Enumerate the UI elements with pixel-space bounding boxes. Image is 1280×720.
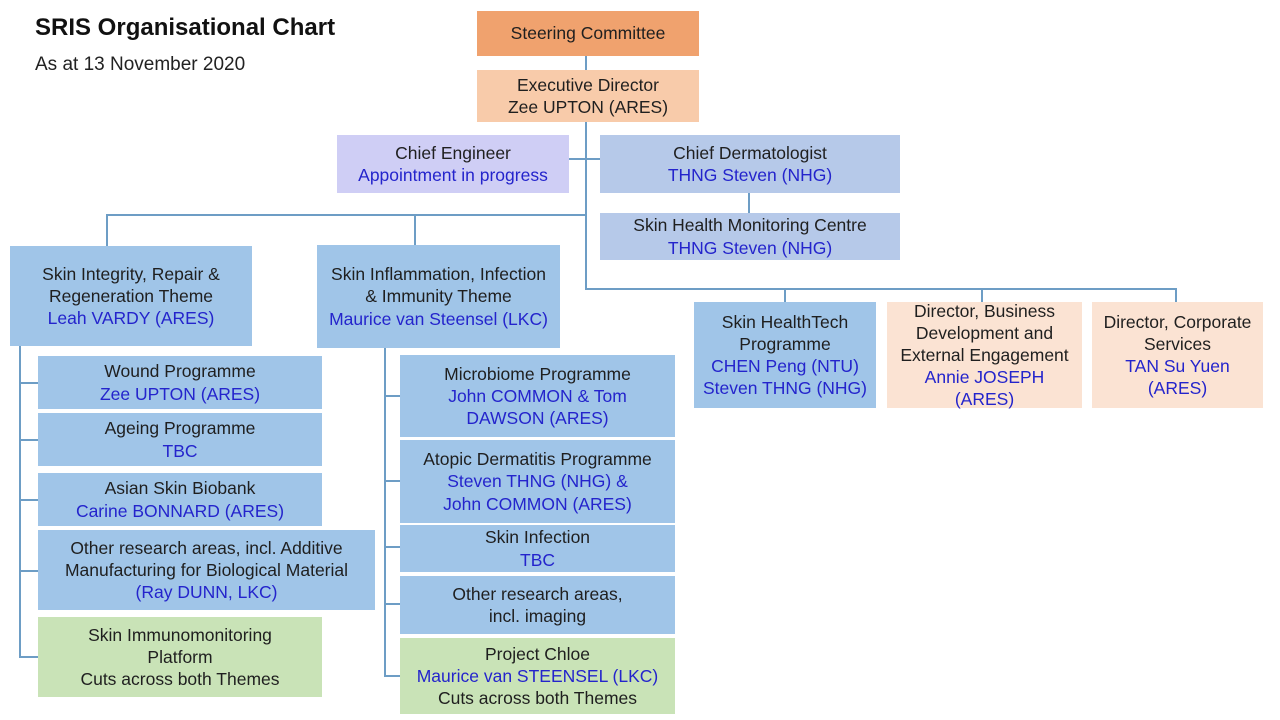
box-chief-engineer: Chief Engineer Appointment in progress	[337, 135, 569, 193]
skin-healthtech-title: Skin HealthTech Programme	[721, 311, 849, 354]
chief-engineer-title: Chief Engineer	[395, 142, 511, 163]
theme1-person: Leah VARDY (ARES)	[47, 308, 215, 329]
page-title: SRIS Organisational Chart	[35, 14, 336, 41]
box-theme-skin-inflammation: Skin Inflammation, Infection & Immunity …	[317, 245, 560, 348]
box-executive-director: Executive Director Zee UPTON (ARES)	[477, 70, 699, 122]
connector-healthtech-drop	[784, 288, 786, 302]
page-date: As at 13 November 2020	[35, 54, 246, 75]
connector-theme2-drop	[414, 214, 416, 245]
connector-theme-branch	[106, 214, 587, 216]
connector-chiefs	[569, 158, 600, 160]
executive-director-person: Zee UPTON (ARES)	[507, 97, 669, 117]
executive-director-title: Executive Director	[517, 74, 659, 95]
connector-mid-spine	[384, 347, 386, 677]
connector-left-tick-2	[19, 439, 38, 441]
ageing-programme-title: Ageing Programme	[104, 418, 256, 439]
connector-director-bd-drop	[981, 288, 983, 302]
box-theme-skin-integrity: Skin Integrity, Repair & Regeneration Th…	[10, 246, 252, 346]
box-skin-health-monitoring-centre: Skin Health Monitoring Centre THNG Steve…	[600, 213, 900, 260]
connector-steering-exec	[585, 56, 587, 70]
box-ageing-programme: Ageing Programme TBC	[38, 413, 322, 466]
skin-infection-title: Skin Infection	[484, 527, 591, 548]
wound-programme-person: Zee UPTON (ARES)	[99, 383, 261, 404]
director-cs-person-line2: (ARES)	[1147, 378, 1208, 399]
box-chief-dermatologist: Chief Dermatologist THNG Steven (NHG)	[600, 135, 900, 193]
immunomonitoring-title-line1: Skin Immunomonitoring	[88, 624, 272, 645]
box-atopic-dermatitis-programme: Atopic Dermatitis Programme Steven THNG …	[400, 440, 675, 523]
project-chloe-note: Cuts across both Themes	[437, 688, 638, 709]
box-microbiome-programme: Microbiome Programme John COMMON & Tom D…	[400, 355, 675, 437]
connector-left-tick-5	[19, 656, 38, 658]
box-director-business-development: Director, Business Development and Exter…	[887, 300, 1082, 410]
box-other-research-imaging: Other research areas, incl. imaging	[400, 576, 675, 634]
other-research-additive-title: Other research areas, incl. Additive Man…	[64, 537, 349, 580]
project-chloe-person: Maurice van STEENSEL (LKC)	[416, 665, 659, 686]
other-research-imaging-line1: Other research areas,	[452, 583, 623, 604]
connector-mid-tick-2	[384, 480, 400, 482]
steering-committee-label: Steering Committee	[510, 23, 666, 44]
ageing-programme-person: TBC	[162, 440, 198, 461]
wound-programme-title: Wound Programme	[104, 361, 256, 382]
box-skin-infection: Skin Infection TBC	[400, 525, 675, 572]
theme1-title: Skin Integrity, Repair & Regeneration Th…	[42, 263, 220, 306]
connector-right-branch	[585, 288, 1177, 290]
connector-mid-tick-3	[384, 546, 400, 548]
chief-dermatologist-person: THNG Steven (NHG)	[667, 165, 833, 185]
monitoring-centre-title: Skin Health Monitoring Centre	[633, 215, 867, 236]
project-chloe-title: Project Chloe	[484, 643, 591, 664]
connector-left-tick-3	[19, 499, 38, 501]
connector-mid-tick-5	[384, 675, 400, 677]
atopic-person-line2: John COMMON (ARES)	[443, 493, 632, 514]
director-bd-person: Annie JOSEPH (ARES)	[924, 367, 1045, 410]
skin-infection-person: TBC	[520, 549, 555, 570]
connector-left-tick-4	[19, 570, 38, 572]
box-wound-programme: Wound Programme Zee UPTON (ARES)	[38, 356, 322, 409]
skin-healthtech-person-1: CHEN Peng (NTU)	[711, 356, 859, 376]
box-skin-immunomonitoring-platform: Skin Immunomonitoring Platform Cuts acro…	[38, 617, 322, 697]
director-bd-title: Director, Business Development and Exter…	[900, 300, 1069, 365]
other-research-imaging-line2: incl. imaging	[488, 606, 587, 626]
director-cs-title: Director, Corporate Services	[1103, 311, 1252, 354]
atopic-person-line1: Steven THNG (NHG) &	[447, 471, 628, 492]
box-skin-healthtech-programme: Skin HealthTech Programme CHEN Peng (NTU…	[694, 302, 876, 408]
connector-director-cs-drop	[1175, 288, 1177, 302]
box-director-corporate-services: Director, Corporate Services TAN Su Yuen…	[1092, 302, 1263, 408]
microbiome-person-line2: DAWSON (ARES)	[466, 408, 609, 429]
chief-engineer-status: Appointment in progress	[358, 165, 548, 185]
theme2-title: Skin Inflammation, Infection & Immunity …	[331, 264, 546, 307]
box-project-chloe: Project Chloe Maurice van STEENSEL (LKC)…	[400, 638, 675, 714]
connector-shmc-drop	[748, 193, 750, 213]
director-cs-person-line1: TAN Su Yuen	[1125, 356, 1230, 376]
connector-trunk	[585, 122, 587, 289]
box-asian-skin-biobank: Asian Skin Biobank Carine BONNARD (ARES)	[38, 473, 322, 526]
box-other-research-additive: Other research areas, incl. Additive Man…	[38, 530, 375, 610]
immunomonitoring-note: Cuts across both Themes	[80, 669, 280, 690]
microbiome-person-line1: John COMMON & Tom	[448, 385, 627, 406]
microbiome-title: Microbiome Programme	[444, 363, 631, 384]
connector-mid-tick-1	[384, 395, 400, 397]
connector-mid-tick-4	[384, 603, 400, 605]
atopic-title: Atopic Dermatitis Programme	[423, 449, 652, 470]
connector-left-tick-1	[19, 382, 38, 384]
theme2-person: Maurice van Steensel (LKC)	[329, 308, 548, 329]
other-research-additive-person: (Ray DUNN, LKC)	[135, 582, 278, 603]
immunomonitoring-title-line2: Platform	[147, 646, 213, 667]
connector-left-spine	[19, 345, 21, 658]
box-steering-committee: Steering Committee	[477, 11, 699, 56]
asian-skin-biobank-person: Carine BONNARD (ARES)	[75, 500, 285, 521]
monitoring-centre-person: THNG Steven (NHG)	[667, 237, 833, 258]
skin-healthtech-person-2: Steven THNG (NHG)	[702, 378, 867, 399]
connector-theme1-drop	[106, 214, 108, 246]
chief-dermatologist-title: Chief Dermatologist	[673, 142, 827, 163]
asian-skin-biobank-title: Asian Skin Biobank	[104, 478, 256, 499]
